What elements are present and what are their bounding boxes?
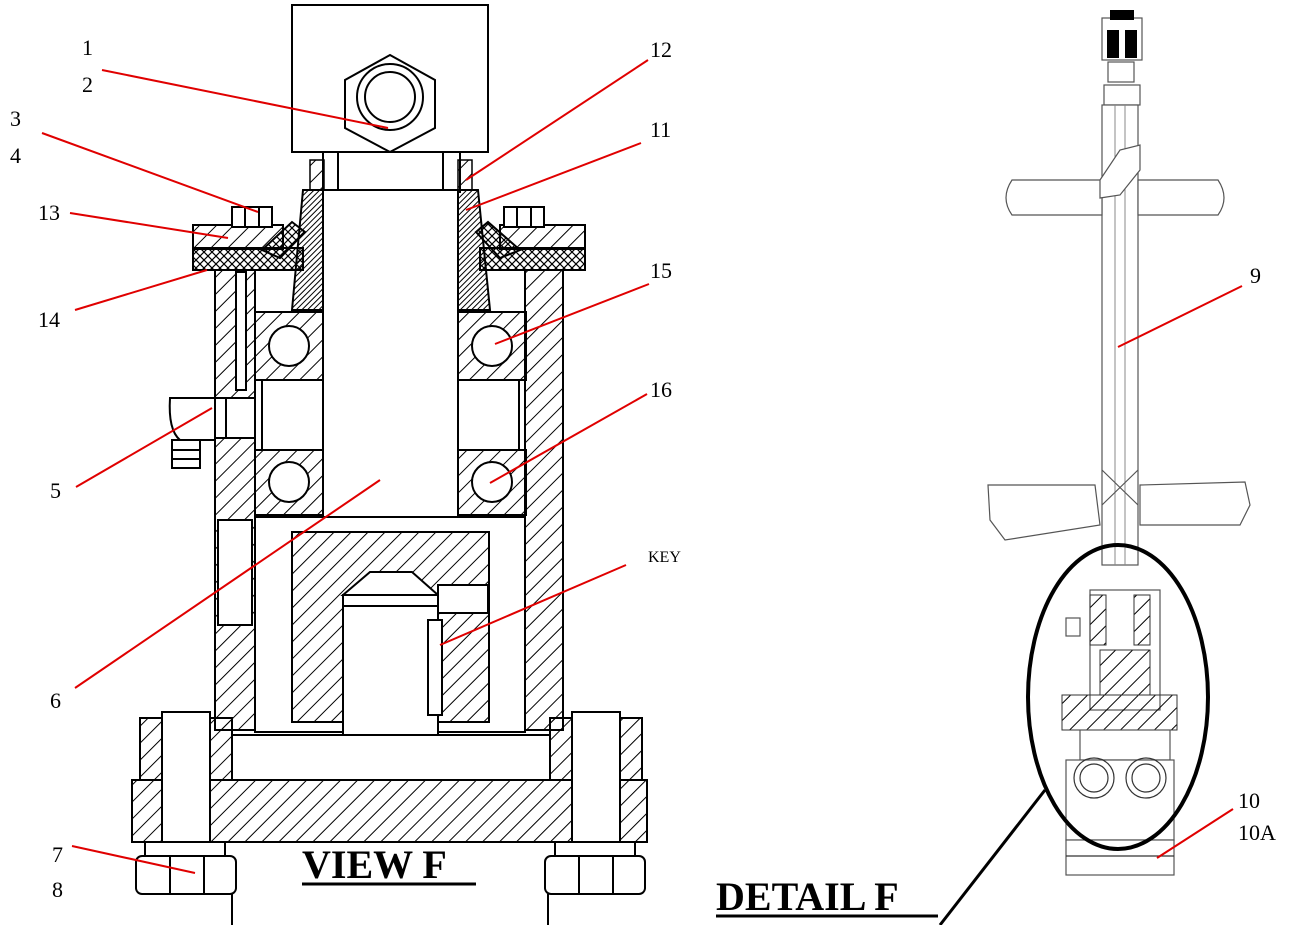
label-12: 12	[650, 37, 672, 62]
lower-blade-right	[1139, 481, 1251, 526]
stud-left	[161, 711, 211, 843]
label-13: 13	[38, 200, 60, 225]
motor-body	[1065, 759, 1175, 841]
label-7: 7	[52, 842, 63, 867]
label-4: 4	[10, 143, 21, 168]
key-slot	[427, 619, 443, 716]
nut-left	[135, 855, 237, 895]
label-10a: 10A	[1238, 820, 1276, 845]
bolt-left-head	[231, 206, 273, 228]
grease-tube	[235, 271, 247, 391]
lower-blade-left	[987, 484, 1101, 541]
label-11: 11	[650, 117, 671, 142]
label-9: 9	[1250, 263, 1261, 288]
stud-right	[571, 711, 621, 843]
grease-nipple	[171, 439, 201, 469]
label-8: 8	[52, 877, 63, 902]
set-screw-right	[457, 159, 473, 191]
nut-inner-circle	[364, 71, 416, 123]
view-f-title: VIEW F	[302, 842, 447, 887]
label-5: 5	[50, 478, 61, 503]
label-key: KEY	[648, 549, 681, 566]
upper-blade	[1005, 179, 1225, 216]
housing-wall-right	[524, 269, 564, 731]
housing-window	[217, 519, 253, 626]
base-plate	[131, 779, 648, 843]
detail-circle	[1026, 543, 1210, 851]
label-14: 14	[38, 307, 60, 332]
label-15: 15	[650, 258, 672, 283]
shaft-neck	[322, 151, 461, 193]
base-ring	[231, 734, 551, 781]
nut-outer-circle	[356, 63, 424, 131]
set-screw-left	[309, 159, 325, 191]
nut-right	[544, 855, 646, 895]
agitator-assembly	[938, 10, 1251, 925]
packing-left	[290, 189, 324, 311]
view-f-section	[131, 4, 648, 925]
main-shaft	[322, 189, 459, 521]
detail-callout-line	[938, 789, 1047, 925]
leader-lines	[41, 59, 1243, 874]
spacer-left	[261, 379, 324, 451]
label-10: 10	[1238, 788, 1260, 813]
detail-f-title: DETAIL F	[716, 874, 899, 919]
spacer-right	[457, 379, 520, 451]
label-6: 6	[50, 688, 61, 713]
label-3: 3	[10, 106, 21, 131]
bolt-right-head	[503, 206, 545, 228]
label-1: 1	[82, 35, 93, 60]
label-16: 16	[650, 377, 672, 402]
label-2: 2	[82, 72, 93, 97]
